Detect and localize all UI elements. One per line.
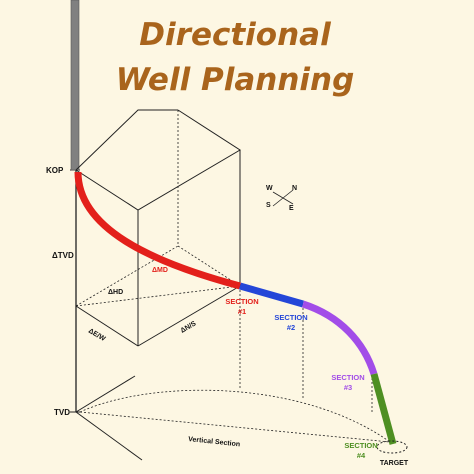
delta-ew-label: ΔE/W bbox=[87, 328, 107, 343]
vertical-section-label: Vertical Section bbox=[188, 436, 241, 448]
compass-w: W bbox=[266, 185, 273, 192]
section-1-number: #1 bbox=[238, 307, 246, 316]
section-1-label: SECTION bbox=[225, 297, 258, 306]
section-2-tangent bbox=[239, 282, 304, 308]
ground-axes bbox=[75, 375, 143, 461]
projection-lines bbox=[79, 286, 391, 443]
section-2-number: #2 bbox=[287, 323, 295, 332]
section-2-label: SECTION bbox=[274, 313, 307, 322]
section-1-build-curve bbox=[74, 171, 241, 290]
section-3-drop-curve bbox=[301, 300, 378, 376]
target-zone bbox=[376, 440, 408, 454]
vertical-hole bbox=[70, 0, 80, 171]
compass-s: S bbox=[266, 202, 271, 209]
title-line-1: Directional bbox=[139, 17, 331, 53]
delta-hd-label: ΔHD bbox=[108, 289, 123, 296]
compass-ns-line bbox=[272, 189, 294, 207]
title-line-2: Well Planning bbox=[116, 62, 355, 98]
section-3-label: SECTION bbox=[331, 373, 364, 382]
delta-tvd-label: ΔTVD bbox=[52, 251, 74, 260]
delta-ns-label: ΔN/S bbox=[180, 320, 198, 335]
box-top-back-edge bbox=[75, 109, 178, 171]
box-bottom-right-edge bbox=[137, 285, 241, 347]
kop-label: KOP bbox=[46, 166, 64, 175]
compass-rose: W N S E bbox=[266, 185, 297, 212]
box-bottom-back-right bbox=[177, 245, 241, 287]
ground-axis-back bbox=[75, 375, 136, 413]
box-top-front-edge bbox=[75, 109, 241, 211]
section-3-number: #3 bbox=[344, 383, 352, 392]
compass-e: E bbox=[289, 205, 294, 212]
ground-axis-front bbox=[75, 411, 143, 461]
box-hidden-edges bbox=[75, 110, 241, 307]
box-bottom-left-edge bbox=[75, 305, 139, 347]
delta-box bbox=[75, 109, 241, 347]
section-4-label: SECTION bbox=[344, 441, 377, 450]
vertical-section-arc bbox=[79, 389, 391, 443]
section-4-number: #4 bbox=[357, 451, 366, 460]
target-label: TARGET bbox=[380, 460, 409, 467]
delta-md-label: ΔMD bbox=[152, 267, 168, 274]
box-bottom-back-left bbox=[75, 245, 179, 307]
compass-n: N bbox=[292, 185, 297, 192]
section-4-vertical bbox=[370, 373, 397, 445]
tvd-label: TVD bbox=[54, 408, 70, 417]
delta-hd-line bbox=[75, 285, 241, 307]
